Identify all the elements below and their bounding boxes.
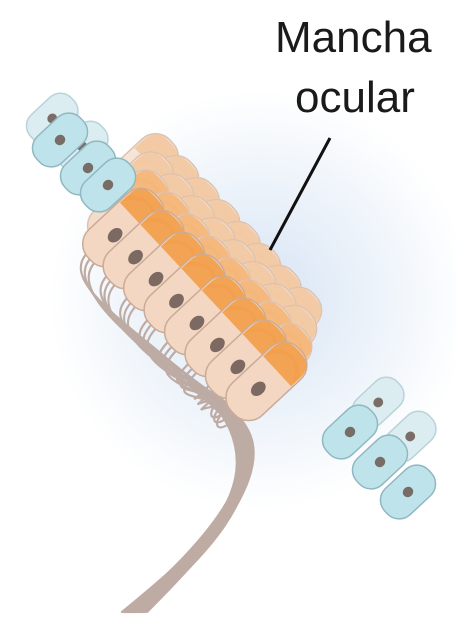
label-mancha: Mancha: [275, 13, 432, 62]
label-ocular: ocular: [295, 73, 415, 122]
